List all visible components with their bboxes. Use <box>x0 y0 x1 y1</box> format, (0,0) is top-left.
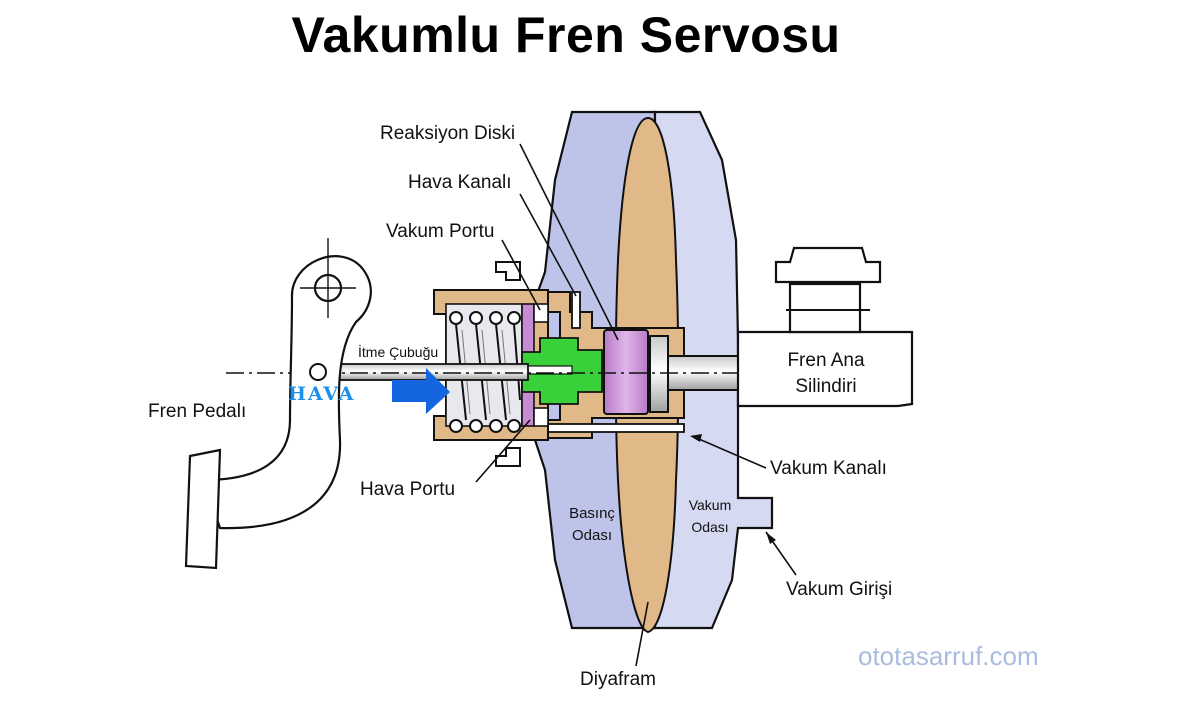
watermark: ototasarruf.com <box>858 641 1039 671</box>
push-rod-label: İtme Çubuğu <box>358 343 438 360</box>
air-flow-arrow-icon <box>392 368 450 414</box>
vacuum-inlet-label: Vakum Girişi <box>786 579 892 600</box>
page-title: Vakumlu Fren Servosu <box>291 7 840 63</box>
reaction-disc <box>603 329 649 415</box>
rod-clevis <box>309 363 327 381</box>
vacuum-chamber-label-1: Vakum <box>689 497 732 513</box>
air-channel <box>571 291 581 329</box>
master-cylinder-label-2: Silindiri <box>795 376 856 397</box>
reaction-disc-label: Reaksiyon Diski <box>380 123 515 144</box>
upper-seal <box>495 261 521 281</box>
vacuum-channel <box>547 423 685 433</box>
vacuum-channel-label: Vakum Kanalı <box>770 458 887 479</box>
reservoir-cap <box>774 246 882 284</box>
vacuum-channel-arrow-icon <box>690 434 702 442</box>
input-push-rod <box>317 363 529 381</box>
leader-lines <box>475 143 797 667</box>
pedal-arm <box>202 255 372 530</box>
diaphragm-label: Diyafram <box>580 669 656 690</box>
brake-pedal <box>184 238 372 570</box>
pressure-chamber-label-1: Basınç <box>569 505 615 522</box>
air-label: HAVA <box>288 383 355 405</box>
pressure-chamber-label-2: Odası <box>572 527 612 544</box>
vacuum-port-slot <box>533 303 549 323</box>
pedal-pad <box>184 448 222 570</box>
air-channel-label: Hava Kanalı <box>408 172 512 193</box>
air-port-slot <box>533 407 549 427</box>
output-rod-flange <box>649 335 669 413</box>
lower-seal <box>495 447 521 467</box>
master-cylinder-label-1: Fren Ana <box>787 350 865 371</box>
air-port-label: Hava Portu <box>360 479 455 500</box>
master-cylinder-body <box>736 330 914 408</box>
vacuum-port-label: Vakum Portu <box>386 221 494 242</box>
brake-pedal-label: Fren Pedalı <box>148 401 246 422</box>
vacuum-inlet-arrow-icon <box>766 532 776 544</box>
reservoir-neck <box>788 282 862 334</box>
vacuum-chamber-label-2: Odası <box>691 519 728 535</box>
master-cylinder <box>736 246 914 408</box>
